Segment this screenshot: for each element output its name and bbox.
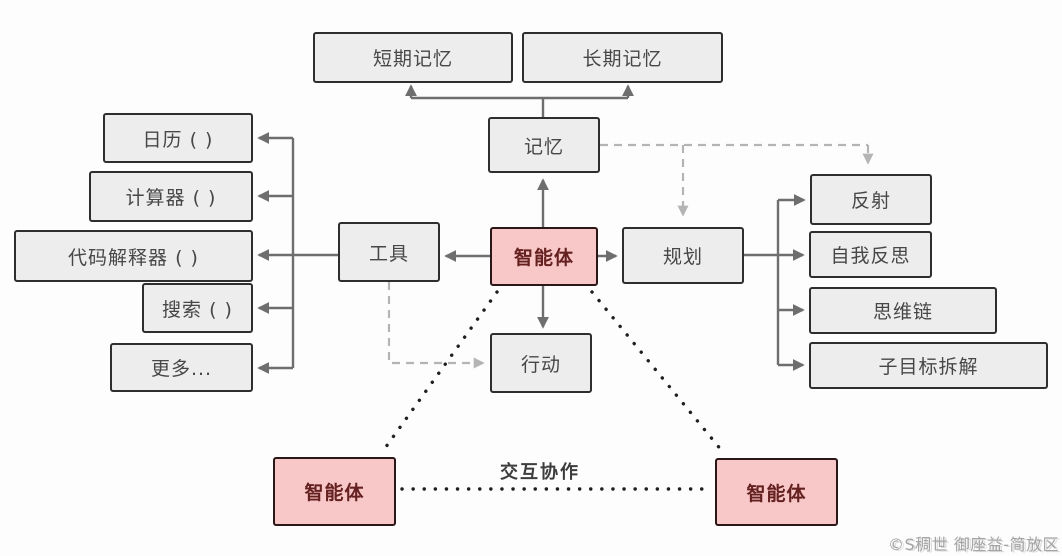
node-agent-bottom-right: 智能体 — [715, 458, 838, 526]
node-memory: 记忆 — [488, 117, 600, 173]
node-short-term-memory: 短期记忆 — [313, 32, 513, 83]
dotted-agent-to-bottom-right-agent — [590, 290, 724, 453]
dotted-agent-to-bottom-left-agent — [381, 290, 499, 453]
node-reflection: 反射 — [810, 174, 932, 225]
node-long-term-memory: 长期记忆 — [522, 32, 723, 83]
node-self-reflection: 自我反思 — [809, 231, 932, 278]
node-code-interpreter: 代码解释器 ( ) — [14, 230, 253, 282]
node-subgoal-decomposition: 子目标拆解 — [809, 342, 1048, 389]
node-planning: 规划 — [622, 227, 744, 284]
collaboration-edge-label: 交互协作 — [500, 462, 580, 483]
node-action: 行动 — [490, 333, 592, 393]
node-agent-center: 智能体 — [490, 227, 598, 286]
node-tools: 工具 — [338, 222, 440, 282]
watermark-text: ©S稠世 御座益-简放区 — [887, 535, 1059, 554]
node-agent-bottom-left: 智能体 — [273, 457, 396, 526]
dashed-tools-to-action — [387, 282, 485, 369]
node-search: 搜索 ( ) — [142, 283, 253, 333]
node-calendar: 日历 ( ) — [103, 113, 253, 163]
node-calculator: 计算器 ( ) — [89, 171, 253, 222]
node-chain-of-thought: 思维链 — [809, 287, 997, 334]
node-more: 更多... — [110, 343, 253, 392]
